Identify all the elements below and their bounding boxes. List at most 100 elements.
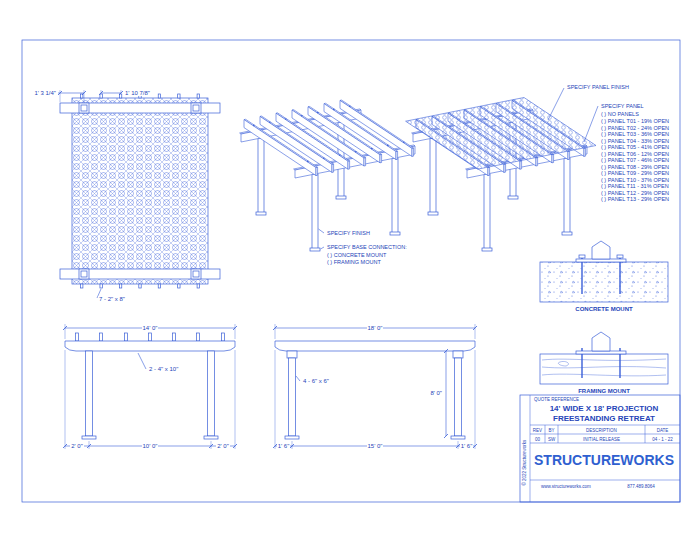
dimension-text: 1' 10 7/8" (124, 90, 151, 97)
post (258, 138, 264, 214)
fastener-dot (371, 148, 373, 150)
drawing-title: 14' WIDE X 18' PROJECTION (549, 404, 660, 413)
dimension-text: 18' 0" (367, 325, 384, 332)
post (430, 138, 436, 214)
table-cell: INITIAL RELEASE (582, 437, 621, 442)
dimension-text: 14' 0" (142, 325, 159, 332)
drawing-title: FREESTANDING RETREAT (552, 414, 656, 423)
base-plate (576, 259, 626, 262)
post-section (592, 332, 610, 351)
option-text: ( ) PANEL T11 - 31% OPEN (600, 183, 670, 189)
rafter-end (76, 333, 79, 341)
rafter-end (173, 333, 176, 341)
title-block-rule (558, 425, 559, 443)
rafter (244, 120, 316, 176)
option-text: ( ) PANEL T12 - 29% OPEN (600, 190, 670, 196)
post-inner (81, 271, 87, 277)
extension-line (292, 441, 293, 449)
wood-grain (542, 367, 666, 368)
base-plate (451, 436, 465, 439)
dimension-text: 8' 0" (429, 390, 443, 397)
bolt-nut (579, 255, 585, 258)
base-plate (82, 436, 96, 439)
callout-text: 4 - 6" x 6" (302, 378, 330, 385)
note-text: SPECIFY PANEL (600, 103, 645, 109)
company-logo: STRUCTUREWORKS (533, 452, 675, 468)
dimension-tick (444, 434, 448, 438)
title-block-label: QUOTE REFERENCE (533, 397, 580, 402)
note-text: SPECIFY FINISH (326, 230, 371, 236)
rafter-end (552, 155, 554, 163)
option-text: ( ) NO PANELS (600, 111, 640, 117)
wood-grain (542, 374, 666, 376)
rafter-end (100, 333, 103, 341)
leader-line (321, 247, 325, 249)
wood-deck (540, 354, 668, 384)
rafter-end (364, 158, 366, 166)
leader-line (319, 229, 325, 233)
base-plate (285, 436, 299, 439)
title-block-rule (545, 425, 546, 443)
title-block-rule (530, 395, 531, 502)
rafter-end (81, 284, 83, 288)
extension-line (121, 90, 122, 93)
rafter-end (520, 161, 522, 169)
option-text: ( ) PANEL T06 - 12% OPEN (600, 151, 670, 157)
rafter-end (412, 148, 414, 156)
title-block (520, 395, 680, 502)
copyright-text: © 2022 Structureworks (522, 439, 527, 487)
fastener-dot (387, 145, 389, 147)
option-text: ( ) PANEL T04 - 33% OPEN (600, 138, 670, 144)
title-block-rule (530, 443, 680, 444)
fastener-dot (253, 125, 255, 127)
note-text: SPECIFY BASE CONNECTION: (326, 244, 408, 250)
post-inner (193, 271, 199, 277)
fastener-dot (349, 105, 351, 107)
rafter-end (139, 284, 141, 288)
rafter-end (332, 164, 334, 172)
extension-line (60, 90, 61, 102)
beam-end (287, 351, 297, 358)
extension-line (235, 350, 236, 449)
extension-line (101, 90, 102, 93)
sheet-border (22, 40, 680, 502)
fastener-dot (403, 141, 405, 143)
rafter-end (100, 284, 102, 288)
table-header: DESCRIPTION (585, 428, 618, 433)
rafter-end (158, 94, 160, 98)
fastener-dot (269, 121, 271, 123)
post (312, 174, 318, 250)
rafter-top (244, 119, 318, 167)
leader-line (584, 106, 598, 142)
dimension-text: 1' 3 1/4" (33, 90, 57, 97)
option-text: ( ) PANEL T03 - 36% OPEN (600, 131, 670, 137)
post (564, 158, 570, 234)
table-header: BY (547, 428, 555, 433)
option-text: ( ) PANEL T13 - 29% OPEN (600, 196, 670, 202)
dimension-tick (99, 91, 103, 95)
option-text: ( ) PANEL T09 - 29% OPEN (600, 170, 670, 176)
option-text: ( ) PANEL T05 - 41% OPEN (600, 144, 670, 150)
callout-text: 7 - 2" x 8" (98, 296, 126, 303)
option-text: ( ) PANEL T02 - 24% OPEN (600, 125, 670, 131)
title-block-rule (645, 425, 646, 443)
fastener-dot (317, 112, 319, 114)
post (455, 358, 462, 436)
rafter-end (348, 161, 350, 169)
base-plate (390, 232, 400, 235)
base-plate (482, 248, 492, 251)
detail-title: FRAMING MOUNT (577, 388, 631, 395)
post (79, 103, 89, 113)
fastener-dot (333, 109, 335, 111)
wood-knot (558, 361, 568, 366)
bolt-nut (617, 255, 623, 258)
leader-line (138, 353, 146, 369)
concrete-slab (540, 262, 668, 302)
dimension-line (58, 93, 84, 94)
fastener-dot (339, 154, 341, 156)
rafter-end (316, 167, 318, 175)
rafter-end (149, 333, 152, 341)
dimension-line (101, 93, 121, 94)
extension-line (65, 350, 66, 449)
